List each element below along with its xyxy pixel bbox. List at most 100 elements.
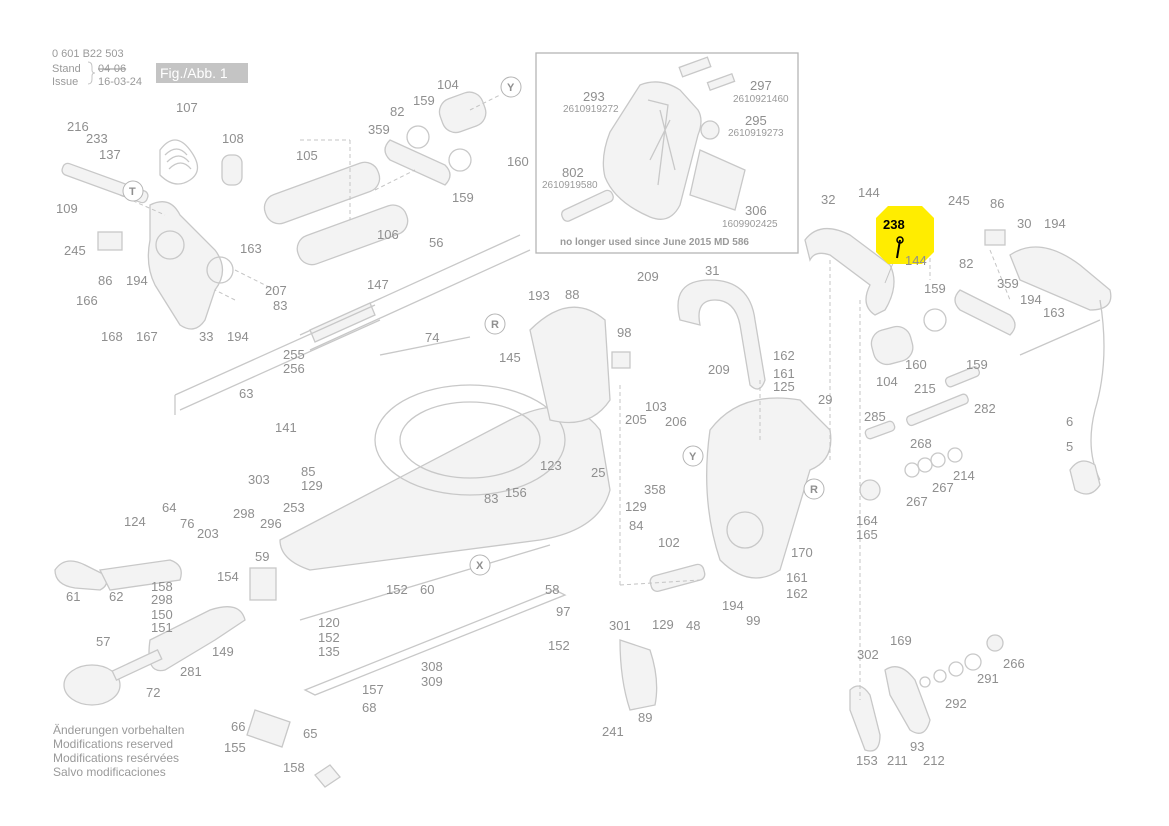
part-label: 120 — [318, 615, 340, 630]
plate-82b-icon — [954, 289, 1016, 336]
part-label: 214 — [953, 468, 975, 483]
part-label: 168 — [101, 329, 123, 344]
part-label: 144 — [905, 253, 927, 268]
issue-value: 16-03-24 — [98, 76, 142, 88]
part-label: 61 — [66, 589, 80, 604]
highlight-238-label: 238 — [883, 217, 905, 232]
screw-238-head-icon — [896, 236, 904, 244]
label-306-icon — [689, 149, 746, 211]
part-label: 58 — [545, 582, 559, 597]
washer-268-icon — [930, 452, 946, 468]
stand-value: 04-06 — [98, 63, 126, 75]
inset-label-306: 306 — [745, 203, 767, 218]
issue-label: Issue — [52, 76, 78, 88]
part-label: 65 — [303, 726, 317, 741]
highlight-238[interactable]: 238 — [876, 206, 934, 264]
part-label: 145 — [499, 350, 521, 365]
part-label: 82 — [390, 104, 404, 119]
part-label: 99 — [746, 613, 760, 628]
part-label: 155 — [224, 740, 246, 755]
part-label: 194 — [126, 273, 148, 288]
part-label: 29 — [818, 392, 832, 407]
knob-164-icon — [859, 479, 881, 501]
part-label: 154 — [217, 569, 239, 584]
part-label: 86 — [98, 273, 112, 288]
reference-circles: Y T R Y R X — [122, 76, 825, 576]
ref-circle-x — [469, 554, 491, 576]
doc-number: 0 601 B22 503 — [52, 48, 124, 60]
part-label: 291 — [977, 671, 999, 686]
part-label: 76 — [180, 516, 194, 531]
cable-5-icon — [1090, 299, 1105, 481]
part-shapes — [54, 91, 1112, 788]
part-label: 85 — [301, 464, 315, 479]
part-label: 233 — [86, 131, 108, 146]
part-label: 97 — [556, 604, 570, 619]
part-label: 83 — [484, 491, 498, 506]
part-label: 296 — [260, 516, 282, 531]
clip-86-icon — [97, 231, 123, 251]
base-25-icon — [279, 406, 611, 571]
bushing-icon — [155, 230, 185, 260]
part-label: 151 — [151, 620, 173, 635]
turntable-icon — [374, 384, 566, 496]
screw-297b-icon — [706, 72, 736, 92]
part-label: 194 — [227, 329, 249, 344]
ref-circle-t-label: T — [129, 186, 136, 198]
ref-circle-y-mid — [682, 445, 704, 467]
part-label: 167 — [136, 329, 158, 344]
highlight-238-badge — [876, 206, 934, 264]
part-label: 135 — [318, 644, 340, 659]
part-label: 105 — [296, 148, 318, 163]
document-header: 0 601 B22 503 Stand Issue 04-06 16-03-24… — [52, 48, 248, 88]
part-label: 57 — [96, 634, 110, 649]
rod-58-icon — [299, 544, 551, 621]
part-label: 109 — [56, 201, 78, 216]
part-label: 129 — [652, 617, 674, 632]
ref-circle-r-right-label: R — [810, 484, 818, 496]
part-label: 86 — [990, 196, 1004, 211]
part-label: 209 — [637, 269, 659, 284]
part-label: 159 — [966, 357, 988, 372]
inset-box: 293 2610919272 297 2610921460 295 261091… — [535, 52, 799, 254]
cover-plate-icon — [602, 81, 702, 220]
shaft-102-icon — [649, 563, 706, 593]
leader-set-left — [119, 139, 351, 301]
knob-stem-icon — [111, 649, 163, 681]
ref-circle-x-label: X — [476, 560, 484, 572]
part-label: 359 — [368, 122, 390, 137]
washer-159-icon — [406, 125, 430, 149]
part-label: 64 — [162, 500, 176, 515]
part-label: 107 — [176, 100, 198, 115]
footer-line-en: Modifications reserved — [53, 737, 173, 751]
bushing-104b-icon — [870, 325, 914, 366]
rod-215-icon — [906, 393, 969, 427]
tube-105-icon — [263, 161, 381, 225]
part-label: 158 — [283, 760, 305, 775]
tube-106-icon — [296, 204, 409, 266]
part-label: 56 — [429, 235, 443, 250]
part-label: 282 — [974, 401, 996, 416]
bracket-66-icon — [246, 709, 291, 748]
cap-108-icon — [221, 154, 243, 186]
washer-159b-icon — [448, 148, 472, 172]
spring-coils-icon — [164, 148, 192, 170]
spring-107-icon — [159, 139, 199, 185]
part-label: 205 — [625, 412, 647, 427]
plate-212-icon — [884, 666, 931, 734]
part-label: 124 — [124, 514, 146, 529]
washer-291b-icon — [964, 653, 982, 671]
rod-135-icon — [303, 589, 567, 696]
part-label: 98 — [617, 325, 631, 340]
part-label: 160 — [507, 154, 529, 169]
ref-circle-y-top — [500, 76, 522, 98]
part-label: 194 — [1020, 292, 1042, 307]
part-label: 206 — [665, 414, 687, 429]
part-labels: 216 233 137 109 245 86 194 166 168 167 1… — [56, 77, 1073, 775]
part-label: 241 — [602, 724, 624, 739]
part-label: 267 — [906, 494, 928, 509]
footer-line-es: Salvo modificaciones — [53, 765, 166, 779]
figure-badge — [156, 63, 248, 83]
part-label: 268 — [910, 436, 932, 451]
part-label: 207 — [265, 283, 287, 298]
